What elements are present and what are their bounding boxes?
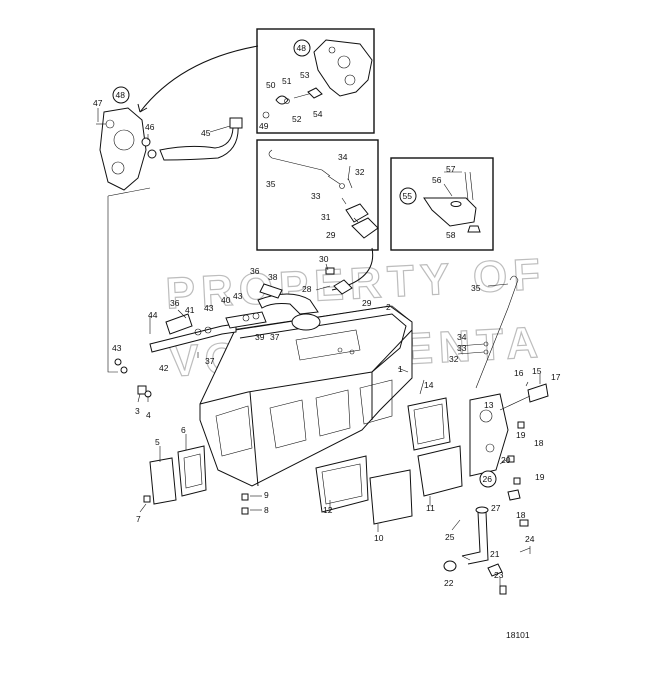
callout-35-main: 35 — [471, 283, 481, 293]
callout-41: 41 — [185, 305, 195, 315]
detail-box-oil-pump — [256, 28, 375, 134]
callout-32-main: 32 — [449, 354, 459, 364]
callout-23: 23 — [494, 570, 504, 580]
callout-29-detail: 29 — [326, 230, 336, 240]
callout-47: 47 — [93, 98, 103, 108]
callout-57: 57 — [446, 164, 456, 174]
callout-38: 38 — [268, 272, 278, 282]
callout-12: 12 — [323, 505, 333, 515]
callout-48-detail: 48 — [297, 43, 307, 53]
sump-gasket — [229, 305, 413, 331]
callout-36-top: 36 — [250, 266, 260, 276]
callout-35-detail: 35 — [266, 179, 276, 189]
callout-45: 45 — [201, 128, 211, 138]
callout-49: 49 — [259, 121, 269, 131]
callout-32-detail: 32 — [355, 167, 365, 177]
callout-27: 27 — [491, 503, 501, 513]
bolts — [114, 267, 525, 515]
callout-37-left: 37 — [205, 356, 215, 366]
callout-11: 11 — [426, 503, 435, 513]
callout-33-main: 33 — [457, 343, 467, 353]
callout-16: 16 — [514, 368, 524, 378]
callout-58: 58 — [446, 230, 456, 240]
drain-pipe-assembly — [443, 489, 531, 595]
leader-lines — [97, 108, 541, 586]
callout-37-top: 37 — [270, 332, 280, 342]
callout-29-main: 29 — [362, 298, 372, 308]
arrow-to-oil-pump — [139, 45, 259, 113]
callout-13: 13 — [484, 400, 494, 410]
callout-34-main: 34 — [457, 332, 467, 342]
callout-20: 20 — [501, 455, 511, 465]
callout-15: 15 — [532, 366, 542, 376]
callout-43-left: 43 — [112, 343, 122, 353]
callout-43-top: 43 — [233, 291, 243, 301]
callout-48-main: 48 — [116, 90, 126, 100]
callout-22: 22 — [444, 578, 454, 588]
callout-2: 2 — [386, 302, 391, 312]
callout-21: 21 — [490, 549, 500, 559]
dipstick-right — [475, 275, 519, 389]
callout-55: 55 — [403, 191, 413, 201]
callout-3: 3 — [135, 406, 140, 416]
callout-18-bottom: 18 — [516, 510, 526, 520]
callout-43-mid: 43 — [204, 303, 214, 313]
callout-9: 9 — [264, 490, 269, 500]
callout-51: 51 — [282, 76, 292, 86]
callout-52: 52 — [292, 114, 302, 124]
watermark-line1: PROPERTY OF — [165, 250, 548, 319]
callout-4: 4 — [146, 410, 151, 420]
callout-26: 26 — [483, 474, 493, 484]
callout-6: 6 — [181, 425, 186, 435]
figure-reference-number: 18101 — [506, 630, 530, 640]
detail-box-dipstick — [256, 139, 379, 251]
callout-18-top: 18 — [534, 438, 544, 448]
callout-24: 24 — [525, 534, 535, 544]
callout-40: 40 — [221, 295, 231, 305]
callout-1: 1 — [398, 364, 403, 374]
callout-19-bottom: 19 — [535, 472, 545, 482]
callout-labels: 48 48 47 46 45 50 51 53 49 52 54 34 35 3… — [93, 39, 561, 588]
callout-7: 7 — [136, 514, 141, 524]
callout-44: 44 — [148, 310, 158, 320]
callout-34-detail: 34 — [338, 152, 348, 162]
callout-53: 53 — [300, 70, 310, 80]
callout-17: 17 — [551, 372, 561, 382]
callout-42: 42 — [159, 363, 169, 373]
callout-8: 8 — [264, 505, 269, 515]
callout-36-left: 36 — [170, 298, 180, 308]
callout-28: 28 — [302, 284, 312, 294]
callout-56: 56 — [432, 175, 442, 185]
callout-25: 25 — [445, 532, 455, 542]
callout-33-detail: 33 — [311, 191, 321, 201]
callout-31: 31 — [321, 212, 331, 222]
callout-50: 50 — [266, 80, 276, 90]
callout-5: 5 — [155, 437, 160, 447]
callout-54: 54 — [313, 109, 323, 119]
callout-10: 10 — [374, 533, 384, 543]
callout-19-top: 19 — [516, 430, 526, 440]
callout-14: 14 — [424, 380, 434, 390]
suction-pipe-assembly — [149, 283, 321, 353]
cover-plates — [149, 383, 549, 525]
callout-30: 30 — [319, 254, 329, 264]
callout-46: 46 — [145, 122, 155, 132]
oil-pump-assembly — [96, 107, 243, 191]
callout-39: 39 — [255, 332, 265, 342]
